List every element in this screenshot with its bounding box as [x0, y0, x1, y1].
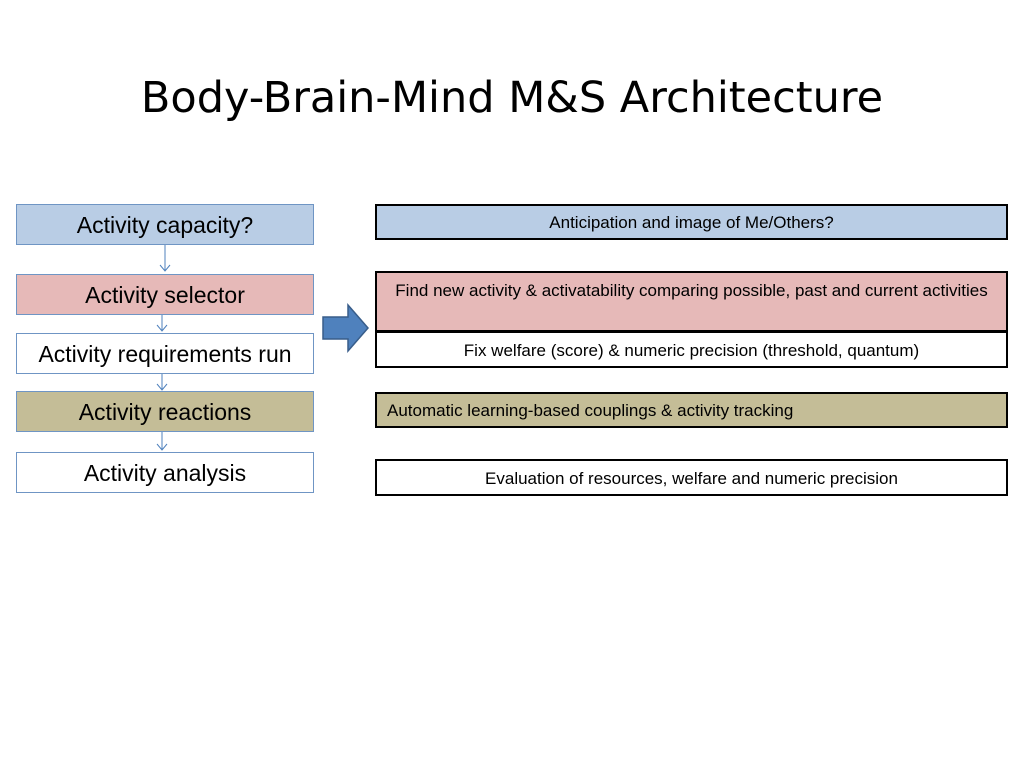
block-right-arrow-icon: [322, 303, 369, 353]
activity-analysis-box: Activity analysis: [16, 452, 314, 493]
activity-analysis-label: Activity analysis: [83, 460, 247, 486]
activity-selector-label: Activity selector: [85, 282, 245, 308]
connector-arrow-3: [156, 374, 168, 391]
anticipation-text: Anticipation and image of Me/Others?: [549, 213, 834, 232]
activity-selector-box: Activity selector: [16, 274, 314, 315]
activity-reactions-box: Activity reactions: [16, 391, 314, 432]
automatic-learning-text: Automatic learning-based couplings & act…: [387, 401, 794, 420]
evaluation-text: Evaluation of resources, welfare and num…: [485, 469, 898, 488]
activity-capacity-box: Activity capacity?: [16, 204, 314, 245]
find-new-activity-box: Find new activity & activatability compa…: [375, 271, 1008, 332]
fix-welfare-box: Fix welfare (score) & numeric precision …: [375, 331, 1008, 368]
find-new-activity-text: Find new activity & activatability compa…: [395, 281, 988, 300]
fix-welfare-text: Fix welfare (score) & numeric precision …: [463, 341, 920, 360]
evaluation-box: Evaluation of resources, welfare and num…: [375, 459, 1008, 496]
activity-capacity-label: Activity capacity?: [76, 212, 254, 238]
connector-arrow-1: [159, 245, 171, 272]
activity-requirements-label: Activity requirements run: [38, 341, 292, 367]
activity-requirements-box: Activity requirements run: [16, 333, 314, 374]
anticipation-box: Anticipation and image of Me/Others?: [375, 204, 1008, 240]
connector-arrow-4: [156, 432, 168, 451]
connector-arrow-2: [156, 315, 168, 332]
activity-reactions-label: Activity reactions: [78, 399, 252, 425]
automatic-learning-box: Automatic learning-based couplings & act…: [375, 392, 1008, 428]
slide-title: Body-Brain-Mind M&S Architecture: [140, 73, 884, 123]
